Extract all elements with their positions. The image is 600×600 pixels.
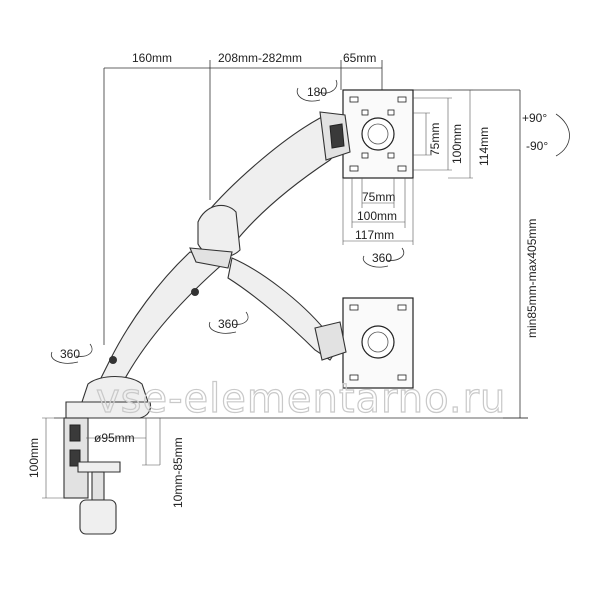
upper-vesa-plate [342,89,414,179]
rotation-360-mid-label: 360 [218,317,238,331]
rotation-180-label: 180 [307,85,327,99]
top-dimension-lines [103,60,383,345]
dim-114-vertical-label: 114mm [477,127,491,166]
dim-117-horizontal-label: 117mm [355,228,394,242]
dim-100-vertical-label: 100mm [450,124,464,164]
rotation-360-base-label: 360 [60,347,80,361]
tilt-minus-label: -90° [526,139,548,153]
rotation-arrows [50,79,570,364]
clamp-height-label: 100mm [27,438,41,478]
height-range-label: min85mm-max405mm [525,219,539,338]
clamp-range-label: 10mm-85mm [171,437,185,508]
dim-100-horizontal-label: 100mm [357,209,397,223]
watermark-text: vse-elementarno.ru [96,376,506,422]
dim-208-282-label: 208mm-282mm [218,51,302,65]
lower-vesa-plate [342,297,414,389]
dim-160-label: 160mm [132,51,172,65]
upper-plate-dimension-lines [342,89,473,245]
dim-75-horizontal-label: 75mm [362,190,395,204]
dim-65-label: 65mm [343,51,376,65]
rotation-360-head-label: 360 [372,251,392,265]
base-and-clamp [63,375,152,535]
tilt-plus-label: +90° [522,111,547,125]
main-arm [99,111,351,385]
diameter-label: ø95mm [94,431,135,445]
dim-75-vertical-label: 75mm [428,123,442,156]
lower-arm-position [227,257,347,361]
clamp-dimension-lines [42,417,161,499]
